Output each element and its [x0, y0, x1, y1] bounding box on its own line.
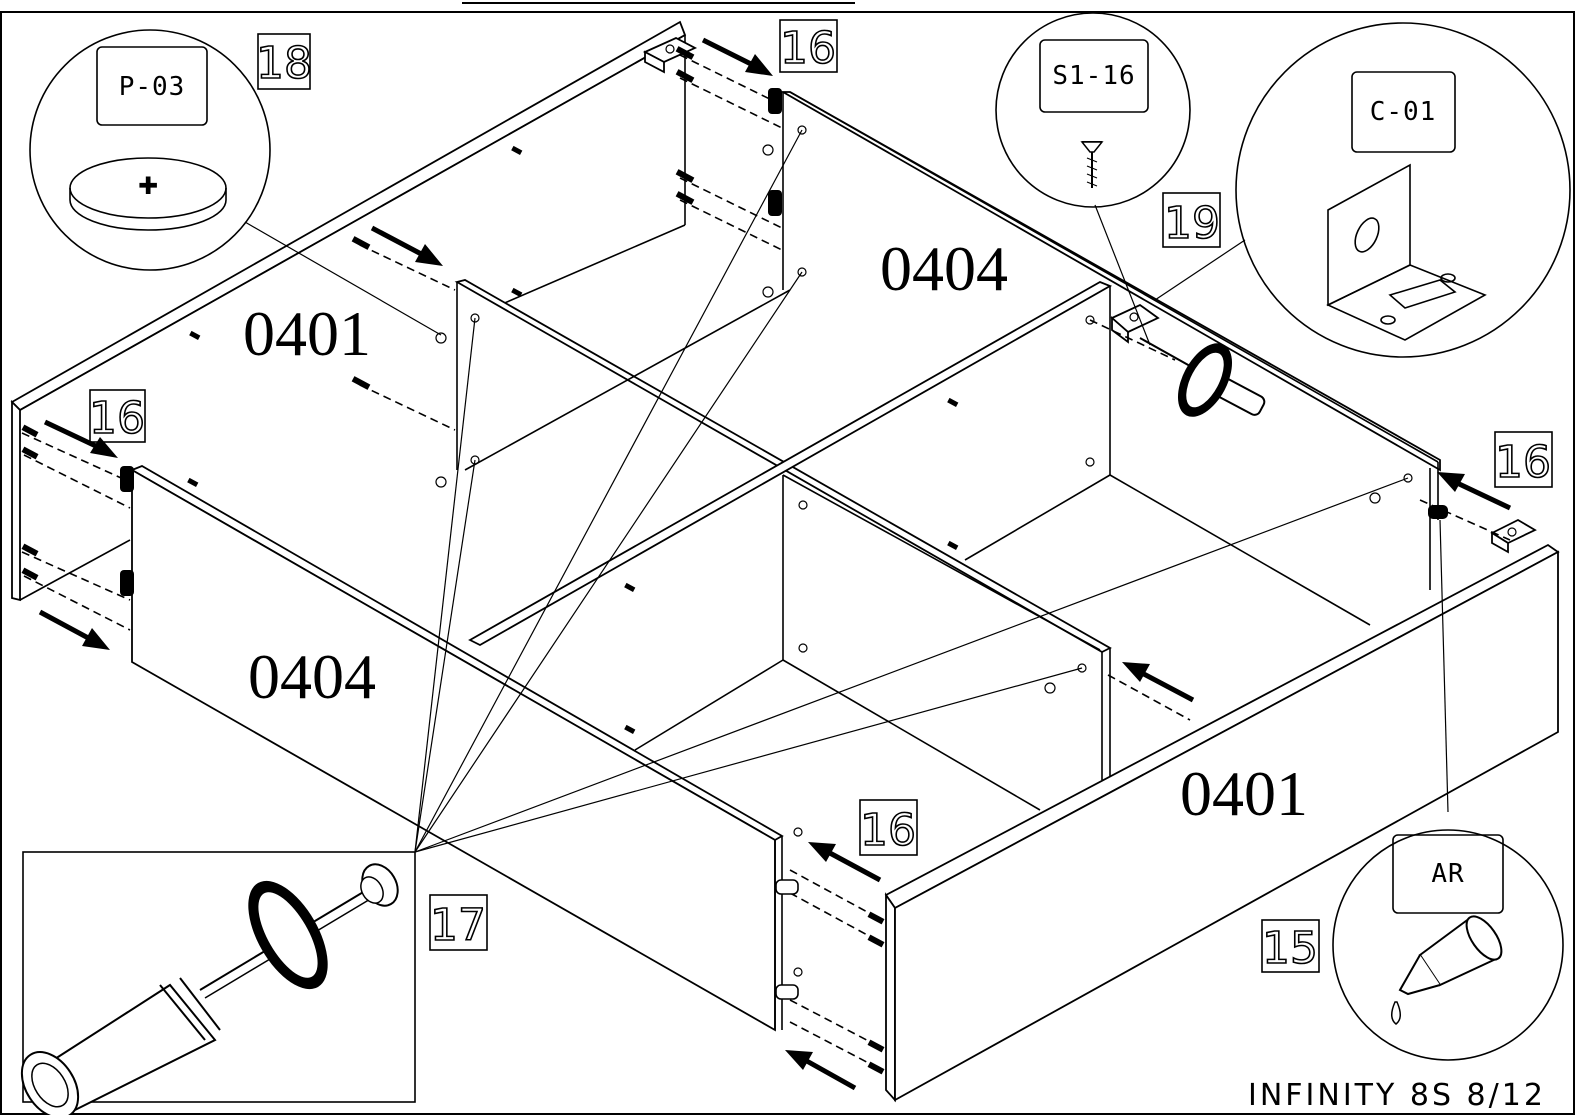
step-19: 19	[1162, 192, 1221, 250]
dowel-lines	[21, 54, 1511, 1071]
step-16-top: 16	[779, 19, 838, 75]
step-17: 17	[429, 894, 488, 952]
step-18: 18	[255, 33, 313, 90]
label-front-left: 0404	[248, 641, 376, 712]
bracket-c01-installed	[1110, 303, 1160, 344]
svg-text:18: 18	[256, 38, 312, 89]
svg-text:19: 19	[1164, 198, 1220, 249]
label-front-right: 0401	[1180, 758, 1308, 829]
svg-text:16: 16	[780, 23, 836, 74]
bracket-icon	[1326, 163, 1487, 341]
svg-text:16: 16	[1495, 437, 1551, 488]
panel-front-right	[884, 543, 1560, 1103]
bracket-top-left	[642, 36, 698, 74]
label-back-left: 0401	[243, 298, 371, 369]
dowel-pegs	[21, 46, 959, 1075]
cross-icon: ✚	[138, 172, 158, 200]
step-15: 15	[1261, 919, 1320, 975]
callout-s116: S1-16	[995, 12, 1191, 208]
screwdriver-right	[1139, 337, 1266, 417]
arrow-center-right	[1122, 662, 1195, 703]
page-footer: INFINITY 8S 8/12	[1248, 1078, 1546, 1113]
callout-c01: C-01	[1235, 22, 1571, 358]
arrow-left-bottom	[38, 609, 110, 650]
arrow-right	[1437, 472, 1512, 511]
svg-text:16: 16	[89, 393, 145, 444]
part-code-p03: P-03	[119, 72, 186, 102]
svg-text:17: 17	[430, 900, 486, 951]
svg-text:15: 15	[1262, 923, 1318, 974]
callout-p03: P-03 ✚	[29, 29, 271, 271]
svg-text:16: 16	[860, 805, 916, 856]
arrow-top	[701, 37, 773, 76]
screwdriver-box	[20, 851, 416, 1115]
step-16-left: 16	[88, 389, 146, 445]
screwdriver-icon	[20, 863, 399, 1115]
callout-ar: AR	[1332, 829, 1564, 1061]
arrow-mid-left	[370, 225, 443, 266]
label-back-right: 0404	[880, 233, 1008, 304]
arrow-bottom-top	[808, 842, 882, 883]
step-16-right: 16	[1494, 431, 1553, 489]
arrow-bottom-bottom	[785, 1050, 857, 1091]
cam-locks	[120, 88, 1448, 1000]
panel-back-left	[10, 20, 687, 602]
part-code-c01: C-01	[1370, 97, 1437, 127]
part-code-ar: AR	[1431, 859, 1464, 889]
screw-icon	[1080, 141, 1104, 188]
bracket-right	[1490, 518, 1537, 554]
cam-holes	[435, 125, 1413, 977]
part-code-s116: S1-16	[1052, 61, 1135, 91]
divider-right	[468, 281, 1371, 811]
leader-lines	[244, 129, 1449, 853]
glue-bottle-icon	[1391, 915, 1503, 1025]
step-16-bottom: 16	[859, 799, 918, 857]
assembly-arrows	[38, 37, 1512, 1091]
